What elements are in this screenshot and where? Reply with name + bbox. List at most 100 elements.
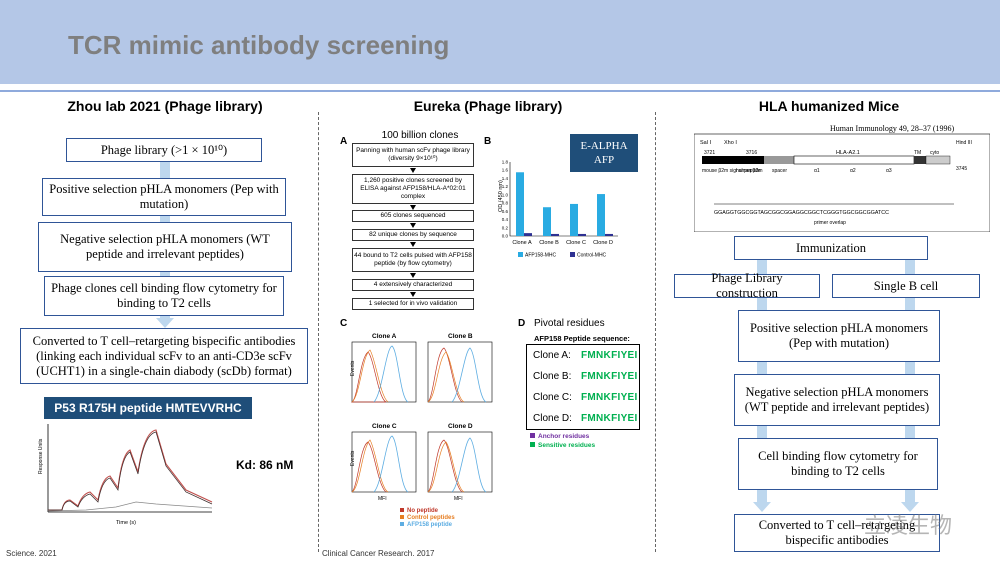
panel-b-label: B <box>484 136 492 147</box>
clone-a-label: Clone A <box>372 333 397 340</box>
panel-a-step-5: 44 bound to T2 cells pulsed with AFP158 … <box>352 248 474 272</box>
header-divider <box>0 90 1000 92</box>
histogram-clone-a: Clone A <box>350 333 417 403</box>
residue-clone: Clone B: <box>533 371 572 382</box>
a3-label: α3 <box>886 168 892 174</box>
hla-a2-label: HLA-A2.1 <box>836 150 860 156</box>
od-bar-chart: OD (450 nm) 0.00.20.40.60.81.01.21.41.61… <box>498 160 618 259</box>
legend-sensitive: Sensitive residues <box>538 442 596 449</box>
col2-heading: Eureka (Phage library) <box>413 98 563 114</box>
flow-histograms: Clone A Clone B Clone C Clone D Events E… <box>350 333 493 502</box>
bar-category: Clone D <box>593 240 613 246</box>
panel-a-arrow <box>410 205 416 210</box>
events-label: Events <box>350 450 356 466</box>
source-ccr: Clinical Cancer Research. 2017 <box>322 549 435 558</box>
col3-arrow-head-right <box>901 502 919 512</box>
bar-control <box>605 233 613 236</box>
step-phage-construction: Phage Library construction <box>674 271 820 300</box>
legend-anchor: Anchor residues <box>538 433 590 440</box>
spr-xaxis: Time (s) <box>116 520 136 526</box>
bar-category: Clone B <box>539 240 559 246</box>
bar-category: Clone C <box>566 240 586 246</box>
histogram-clone-c: Clone C <box>351 423 417 493</box>
xho-label: Xho I <box>724 140 737 146</box>
panel-a-arrow <box>410 292 416 297</box>
bar-legend-swatch <box>570 252 575 257</box>
panel-a-step-2: 1,260 positive clones screened by ELISA … <box>352 174 474 204</box>
col1-arrow-head <box>156 318 174 328</box>
bar-afp <box>543 207 551 236</box>
histogram-clone-d: Clone D <box>427 423 493 493</box>
col1-step-bispecific: Converted to T cell–retargeting bispecif… <box>20 328 308 384</box>
clone-b-label: Clone B <box>448 333 473 340</box>
panel-d-label: D <box>518 318 526 329</box>
mfi-label: MFI <box>378 496 387 502</box>
panel-a-arrow <box>410 223 416 228</box>
panel-a-step-6: 4 extensively characterized <box>352 279 474 291</box>
n3716: 3716 <box>746 150 757 156</box>
step-positive-selection: Positive selection pHLA monomers (Pep wi… <box>738 310 940 362</box>
a1-label: α1 <box>814 168 820 174</box>
col1-heading: Zhou lab 2021 (Phage library) <box>67 98 263 114</box>
e-alpha-badge: E-ALPHA AFP <box>570 134 638 172</box>
bar-ylabel: OD (450 nm) <box>498 180 504 212</box>
tm-label: TM <box>914 150 921 156</box>
bar-legend-label: AFP158-MHC <box>525 253 557 259</box>
bar-legend-label: Control-MHC <box>577 253 607 259</box>
step-cell-binding: Cell binding flow cytometry for binding … <box>738 438 938 490</box>
step-negative-selection: Negative selection pHLA monomers (WT pep… <box>734 374 940 426</box>
residue-clone: Clone C: <box>533 392 572 403</box>
col1-step-negative: Negative selection pHLA monomers (WT pep… <box>38 222 292 272</box>
bar-control <box>524 233 532 236</box>
panel-a-step-7: 1 selected for in vivo validation <box>352 298 474 310</box>
bar-ytick: 0.2 <box>502 225 509 230</box>
bar-afp <box>570 203 578 236</box>
mfi-label: MFI <box>454 496 463 502</box>
bar-afp <box>516 172 524 236</box>
panel-a-arrow <box>410 242 416 247</box>
sal-label: Sal I <box>700 140 711 146</box>
col3-arrow-head-left <box>753 502 771 512</box>
bar-control <box>551 233 559 236</box>
bar-ytick: 1.6 <box>502 168 509 173</box>
bar-ytick: 0.4 <box>502 217 509 222</box>
bar-afp <box>597 194 605 236</box>
title-bar: TCR mimic antibody screening <box>0 0 1000 84</box>
legend-no-peptide: No peptide <box>407 508 438 514</box>
panel-d-legend: Anchor residues Sensitive residues <box>530 432 595 450</box>
peptide-label: P53 R175H peptide HMTEVVRHC <box>44 397 252 419</box>
residue-sequence: FMNKFIYEI <box>581 392 638 403</box>
bar-legend-swatch <box>518 252 523 257</box>
column-divider-1 <box>318 112 319 552</box>
panel-a-step-4: 82 unique clones by sequence <box>352 229 474 241</box>
panel-a-top: 100 billion clones <box>381 130 459 141</box>
col1-step-phage-library: Phage library (>1 × 10¹⁰) <box>66 138 262 162</box>
panel-d-title: Pivotal residues <box>534 318 605 329</box>
residue-row: Clone A:FMNKFIYEI <box>527 345 639 366</box>
panel-c-legend: No peptide Control peptides AFP158 pepti… <box>400 508 455 529</box>
residue-row: Clone C: FMNKFIYEI <box>527 387 639 408</box>
signal-label: mouse β2m signal peptide <box>702 168 761 174</box>
n3745: 3745 <box>956 166 967 172</box>
a2-label: α2 <box>850 168 856 174</box>
panel-d-subtitle: AFP158 Peptide sequence: <box>534 334 630 343</box>
kd-value: Kd: 86 nM <box>236 458 294 472</box>
panel-a-label: A <box>340 136 348 147</box>
residue-sequence: FMNKFIYEI <box>581 350 638 361</box>
residue-sequence: FMNKFIYEI <box>581 413 638 424</box>
panel-a-step-3: 605 clones sequenced <box>352 210 474 222</box>
bar-control <box>578 233 586 236</box>
step-convert: Converted to T cell–retargeting bispecif… <box>734 514 940 552</box>
hind-label: Hind III <box>956 140 972 146</box>
step-single-b-cell: Single B cell <box>832 274 980 298</box>
col3-heading: HLA humanized Mice <box>758 98 900 114</box>
cyto-label: cyto <box>930 150 939 156</box>
source-science: Science. 2021 <box>6 549 57 558</box>
panel-a-step-1: Panning with human scFv phage library (d… <box>352 143 474 167</box>
residue-clone: Clone D: <box>533 413 572 424</box>
dna-sequence: GGAGGTGGCGGTAGCGGCGGAGGCGGCTCGGGTGGCGGCG… <box>714 210 889 216</box>
residue-sequence: FMNKFIYEI <box>581 371 638 382</box>
bar-ytick: 0.8 <box>502 201 509 206</box>
hb2m-label: human β2m <box>736 168 763 174</box>
panel-a-arrow <box>410 273 416 278</box>
